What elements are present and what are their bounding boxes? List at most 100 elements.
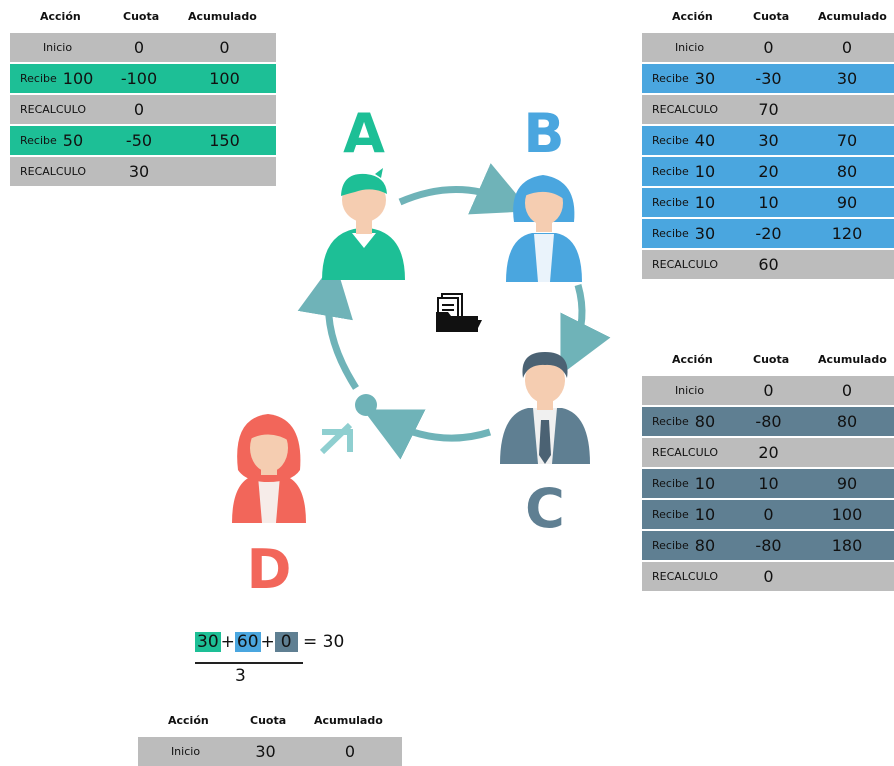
cell-cuota: 0 <box>763 38 774 57</box>
table-row: RECALCULO 20 <box>642 438 894 467</box>
cell-acumulado: 180 <box>831 536 863 555</box>
cell-accion-label: RECALCULO <box>652 103 719 116</box>
cell-accion: Inicio <box>10 33 105 62</box>
cell-acumulado: 120 <box>831 224 863 243</box>
cell-accion: Inicio <box>642 33 737 62</box>
header-cuota: Cuota <box>123 9 160 23</box>
cell-acumulado: 0 <box>841 38 853 57</box>
label-c: C <box>525 477 565 540</box>
cell-cuota: -80 <box>755 536 782 555</box>
cell-cuota: 20 <box>758 162 779 181</box>
header-acumulado: Acumulado <box>314 713 383 727</box>
arrow-a-to-b <box>398 163 531 215</box>
cell-accion-label: Inicio <box>674 41 705 54</box>
header-acumulado: Acumulado <box>818 9 887 23</box>
label-a: A <box>343 102 385 165</box>
cell-cuota: 30 <box>758 131 779 150</box>
cell-accion: RECALCULO <box>10 157 105 186</box>
cell-acumulado: 70 <box>836 131 858 150</box>
cell-accion-amount: 30 <box>694 224 716 243</box>
formula-denominator: 3 <box>235 666 246 686</box>
cell-accion-label: RECALCULO <box>20 165 87 178</box>
cell-accion-amount: 80 <box>694 412 716 431</box>
cell-cuota: 0 <box>133 100 145 119</box>
cell-accion-label: Inicio <box>42 41 73 54</box>
cell-cuota: -30 <box>755 69 782 88</box>
cell-acumulado: 0 <box>344 742 356 761</box>
formula-plus: + <box>260 632 275 652</box>
cell-acumulado: 80 <box>836 162 858 181</box>
cell-accion-label: Inicio <box>674 384 705 397</box>
label-b: B <box>523 102 564 165</box>
cell-acumulado <box>173 95 276 124</box>
cell-cuota: 30 <box>128 162 150 181</box>
cell-accion-label: Recibe <box>652 165 689 178</box>
cell-accion-amount: 100 <box>62 69 94 88</box>
formula-plus: + <box>220 632 235 652</box>
cell-cuota: 0 <box>763 505 774 524</box>
cell-acumulado: 90 <box>836 193 858 212</box>
label-d: D <box>247 538 292 601</box>
cell-accion-label: Recibe <box>652 134 689 147</box>
cell-accion-amount: 10 <box>694 162 716 181</box>
cell-accion: Recibe 10 <box>642 157 737 186</box>
cell-cuota: 10 <box>758 193 779 212</box>
cell-accion-amount: 10 <box>694 505 716 524</box>
cell-accion-label: Recibe <box>652 508 689 521</box>
cell-accion: Recibe 10 <box>642 500 737 529</box>
cell-accion-label: Recibe <box>652 539 689 552</box>
formula-term-a: 30 <box>195 632 221 652</box>
cell-cuota: 30 <box>255 742 276 761</box>
cell-acumulado <box>800 562 894 591</box>
cell-accion-label: RECALCULO <box>20 103 87 116</box>
cell-accion: RECALCULO <box>10 95 105 124</box>
cell-cuota: 60 <box>758 255 779 274</box>
cell-accion-label: Recibe <box>652 196 689 209</box>
person-b-avatar <box>506 175 582 282</box>
table-row: Recibe 10 20 80 <box>642 157 894 186</box>
fraction-line <box>195 662 303 664</box>
average-formula: 30+60+0 = 30 3 <box>195 632 344 692</box>
cell-cuota: 70 <box>758 100 779 119</box>
header-cuota: Cuota <box>753 9 790 23</box>
cell-acumulado: 100 <box>209 69 240 88</box>
cell-cuota: -50 <box>125 131 153 150</box>
table-row: RECALCULO 30 <box>10 157 276 186</box>
folder-documents-icon <box>436 293 482 332</box>
cell-acumulado: 90 <box>836 474 858 493</box>
cell-accion-label: RECALCULO <box>652 446 719 459</box>
table-row: RECALCULO 60 <box>642 250 894 279</box>
cell-acumulado <box>173 157 276 186</box>
person-d-avatar <box>232 414 306 523</box>
cell-cuota: 20 <box>758 443 779 462</box>
cell-accion-amount: 50 <box>62 131 84 150</box>
cell-accion-amount: 10 <box>694 474 716 493</box>
formula-term-b: 60 <box>234 632 261 652</box>
cell-accion-label: Recibe <box>652 227 689 240</box>
table-row: Inicio 0 0 <box>642 33 894 62</box>
cell-acumulado: 150 <box>209 131 240 150</box>
cell-accion: Recibe 30 <box>642 219 737 248</box>
formula-term-c: 0 <box>274 632 298 652</box>
person-c-avatar <box>500 352 590 464</box>
cell-cuota: 10 <box>758 474 779 493</box>
cell-accion-label: Recibe <box>652 415 689 428</box>
cell-accion: RECALCULO <box>642 250 737 279</box>
table-row: RECALCULO 70 <box>642 95 894 124</box>
